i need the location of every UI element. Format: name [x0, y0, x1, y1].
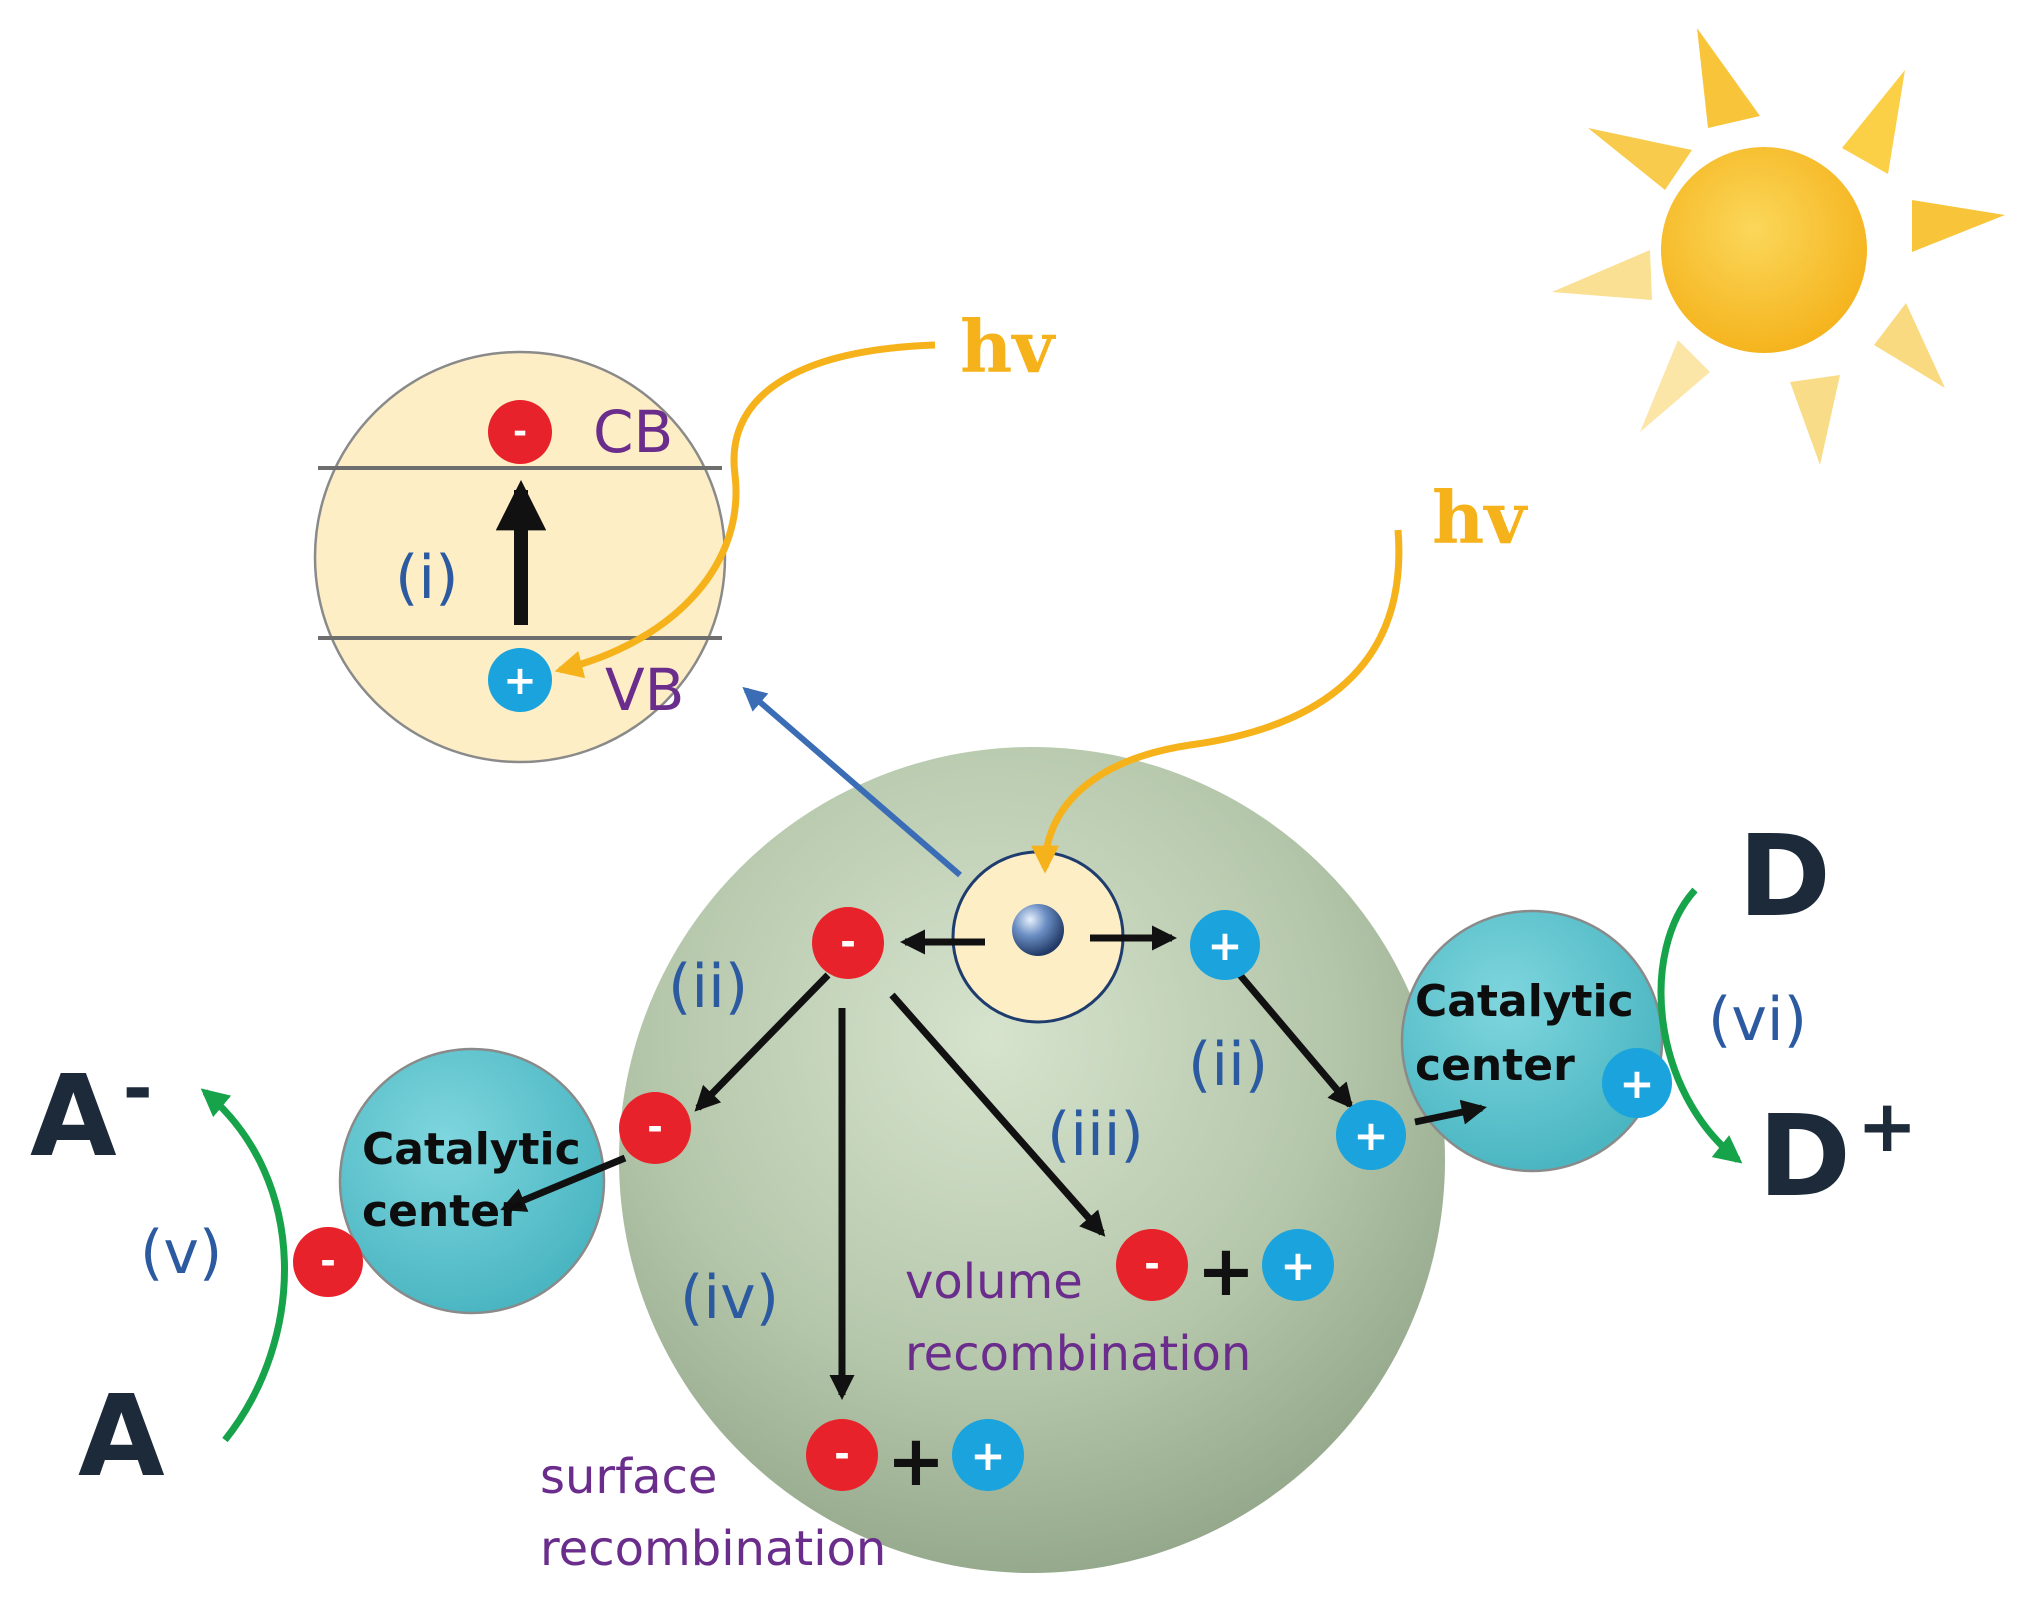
step-v-label: (v) [140, 1218, 222, 1288]
arrow-hole-to-surface [1237, 972, 1354, 1109]
svg-text:+: + [1619, 1059, 1654, 1108]
step-iv-label: (iv) [680, 1263, 779, 1333]
hole-icon: + [1262, 1229, 1334, 1301]
svg-text:+: + [1207, 921, 1242, 970]
surface-recombination-line2: recombination [540, 1521, 886, 1577]
svg-text:+: + [970, 1431, 1005, 1480]
electron-icon: - [619, 1092, 691, 1164]
svg-text:-: - [834, 1432, 850, 1476]
band-diagram [313, 350, 727, 764]
oxidation-arrow [1657, 887, 1743, 1164]
arrow-electron-to-surface [694, 972, 831, 1112]
step-vi-label: (vi) [1708, 985, 1807, 1055]
step-iii-label: (iii) [1047, 1100, 1144, 1170]
reduction-arrow [200, 1088, 288, 1443]
zoom-arrow [742, 686, 962, 878]
volume-recombination-line1: volume [905, 1254, 1083, 1310]
svg-text:-: - [513, 412, 527, 452]
svg-text:-: - [1144, 1242, 1160, 1286]
svg-text:-: - [840, 920, 856, 964]
catalytic-left-label-line2: center [362, 1186, 522, 1237]
d-plus-label: D+ [1758, 1084, 1917, 1222]
cb-label: CB [593, 398, 673, 466]
svg-text:+: + [1353, 1111, 1388, 1160]
svg-text:-: - [320, 1239, 336, 1283]
d-label: D [1738, 812, 1831, 942]
electron-icon: - [293, 1227, 363, 1297]
hv-label-top: hv [960, 304, 1056, 389]
arrow-hole-to-catalyst [1414, 1099, 1487, 1126]
a-minus-label: A- [30, 1046, 153, 1182]
hole-icon: + [1602, 1048, 1672, 1118]
step-i-label: (i) [395, 543, 459, 613]
hv-label-bottom: hv [1432, 475, 1528, 560]
arrow-volume-recombination [889, 992, 1106, 1237]
surface-recombination-line1: surface [540, 1449, 717, 1505]
recombination-plus-surface: + [887, 1420, 946, 1502]
hole-icon: + [1190, 910, 1260, 980]
electron-icon: - [806, 1419, 878, 1491]
electron-icon: - [488, 400, 552, 464]
recombination-plus-volume: + [1197, 1230, 1256, 1312]
hole-icon: + [952, 1419, 1024, 1491]
arrow-electron-to-catalyst [500, 1154, 627, 1212]
svg-text:+: + [503, 658, 537, 704]
step-ii-left-label: (ii) [668, 952, 748, 1022]
volume-recombination-line2: recombination [905, 1326, 1251, 1382]
catalytic-center-left [338, 1047, 606, 1315]
vb-label: VB [605, 656, 684, 724]
step-ii-right-label: (ii) [1188, 1030, 1268, 1100]
sun-icon [1552, 28, 2005, 465]
light-path-top [554, 341, 936, 679]
catalytic-left-label-line1: Catalytic [362, 1124, 581, 1175]
catalytic-right-label-line2: center [1415, 1040, 1575, 1091]
hole-icon: + [488, 648, 552, 712]
svg-text:-: - [647, 1105, 663, 1149]
hole-icon: + [1336, 1100, 1406, 1170]
a-label: A [78, 1372, 165, 1502]
catalytic-right-label-line1: Catalytic [1415, 976, 1634, 1027]
electron-icon: - [1116, 1229, 1188, 1301]
light-path-bottom [1031, 529, 1403, 874]
electron-icon: - [812, 907, 884, 979]
svg-text:+: + [1280, 1241, 1315, 1290]
